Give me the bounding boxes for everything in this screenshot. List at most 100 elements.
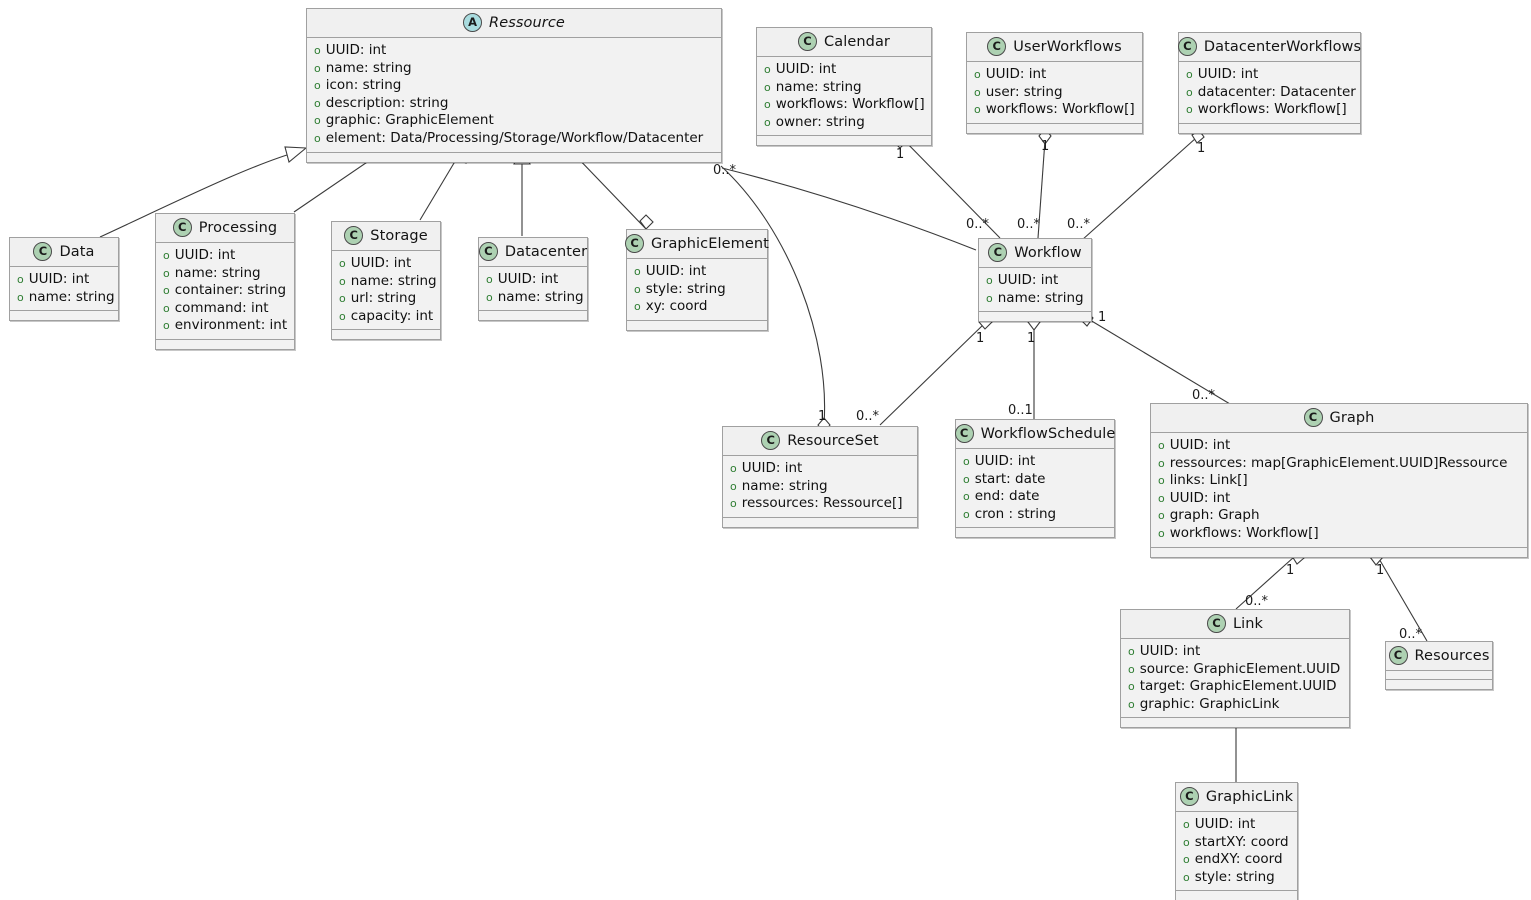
class-methods-link — [1121, 718, 1349, 728]
class-methods-ressource — [307, 152, 721, 162]
attribute-label: startXY: coord — [1194, 833, 1289, 850]
visibility-public-icon: o — [314, 61, 321, 75]
class-icon: C — [987, 37, 1007, 56]
visibility-public-icon: o — [963, 507, 970, 521]
attribute-label: datacenter: Datacenter — [1197, 83, 1356, 100]
multiplicity-label: 1 — [1098, 310, 1107, 325]
attribute-label: UUID: int — [1197, 66, 1259, 82]
class-methods-calendar — [757, 136, 931, 146]
visibility-public-icon: o — [764, 63, 771, 76]
attribute-label: workflows: Workflow[] — [1169, 524, 1319, 541]
visibility-public-icon: o — [986, 291, 993, 305]
class-name-calendar: Calendar — [823, 33, 890, 50]
attribute-label: name: string — [325, 59, 412, 76]
attribute-label: UUID: int — [974, 453, 1036, 469]
visibility-public-icon: o — [314, 96, 321, 110]
visibility-public-icon: o — [1128, 680, 1135, 694]
visibility-public-icon: o — [339, 257, 346, 270]
attribute-label: links: Link[] — [1169, 472, 1248, 489]
visibility-public-icon: o — [163, 284, 170, 298]
visibility-public-icon: o — [764, 98, 771, 112]
attribute-label: name: string — [28, 288, 115, 305]
attribute-label: style: string — [1194, 868, 1275, 885]
attribute-label: command: int — [174, 299, 269, 316]
class-methods-userworkflows — [967, 123, 1142, 133]
multiplicity-label: 0..* — [1192, 388, 1216, 403]
class-methods-processing — [156, 339, 294, 349]
visibility-public-icon: o — [1183, 853, 1190, 867]
attribute-label: UUID: int — [645, 263, 707, 279]
class-methods-resourceset — [723, 517, 917, 527]
multiplicity-label: 1 — [1376, 563, 1385, 578]
visibility-public-icon: o — [1186, 68, 1193, 81]
visibility-public-icon: o — [1158, 526, 1165, 540]
visibility-public-icon: o — [1183, 835, 1190, 849]
visibility-public-icon: o — [486, 290, 493, 304]
attribute-row: o name: string — [314, 60, 714, 78]
attribute-label: icon: string — [325, 77, 402, 94]
attribute-row: o cron : string — [963, 506, 1107, 524]
class-icon: C — [797, 32, 817, 51]
visibility-public-icon: o — [730, 479, 737, 493]
class-methods-data — [10, 311, 118, 321]
class-methods-graphiclink — [1176, 891, 1297, 900]
attribute-label: end: date — [974, 488, 1040, 505]
class-methods-graph — [1151, 547, 1527, 557]
multiplicity-label: 1 — [976, 331, 985, 346]
attribute-label: cron : string — [974, 505, 1057, 522]
attribute-label: name: string — [174, 264, 261, 281]
multiplicity-label: 0..1 — [1008, 403, 1033, 418]
visibility-public-icon: o — [1158, 439, 1165, 452]
attribute-label: xy: coord — [645, 298, 708, 315]
abstract-class-icon: A — [463, 13, 483, 32]
multiplicity-label: 0..* — [713, 163, 737, 178]
visibility-public-icon: o — [730, 462, 737, 475]
multiplicity-label: 0..* — [1245, 594, 1269, 609]
